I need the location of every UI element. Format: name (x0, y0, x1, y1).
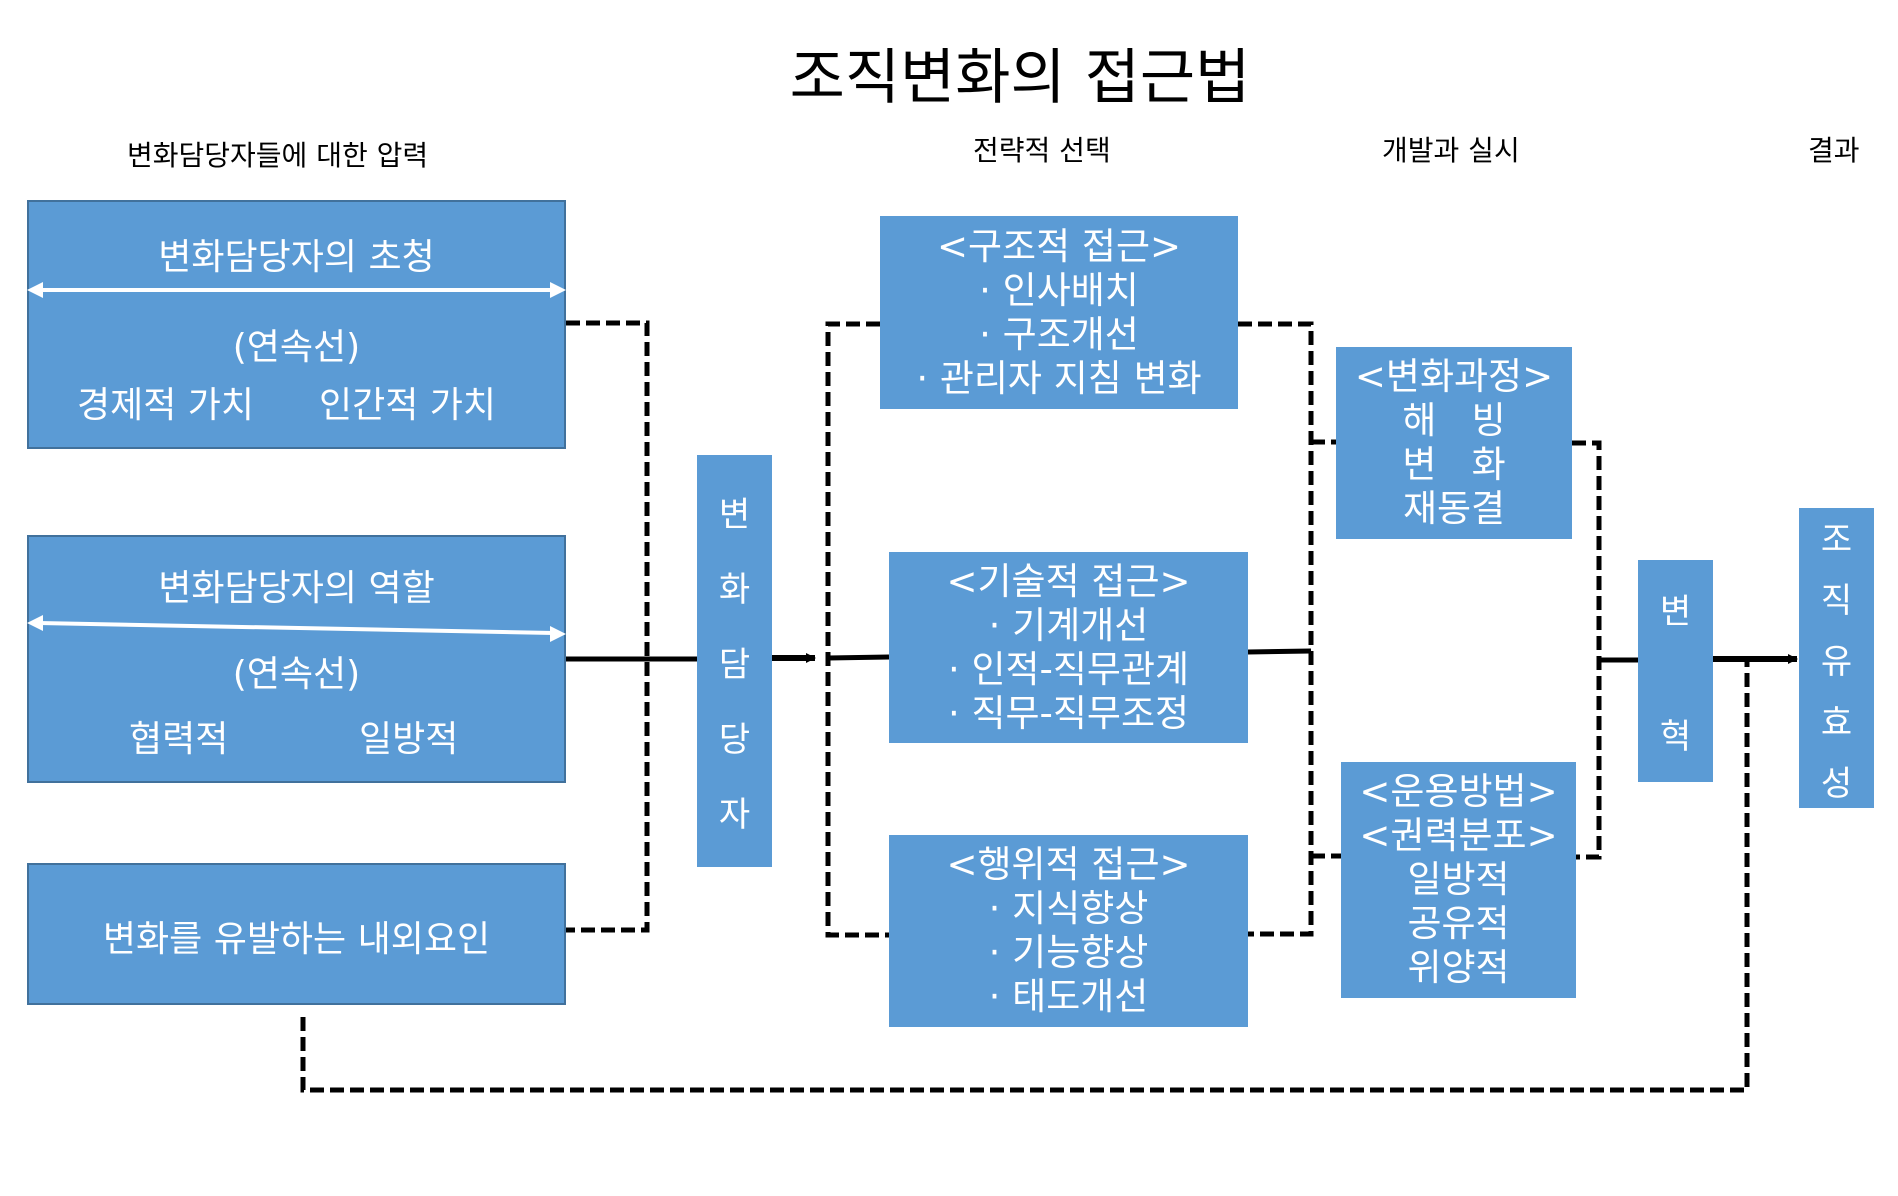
operation-method-box: <운용방법> <권력분포> 일방적 공유적 위양적 (1341, 762, 1576, 998)
technical-heading: <기술적 접근> (946, 559, 1191, 603)
effectiveness-char: 효 (1820, 702, 1853, 743)
change-process-item: 변 화 (1402, 443, 1506, 486)
structural-approach-box: <구조적 접근> · 인사배치 · 구조개선 · 관리자 지침 변화 (880, 216, 1238, 409)
behavioral-item: · 지식향상 (988, 887, 1149, 930)
behavioral-approach-box: <행위적 접근> · 지식향상 · 기능향상 · 태도개선 (889, 835, 1248, 1027)
effectiveness-box: 조 직 유 효 성 (1799, 508, 1874, 808)
change-agent-char: 자 (718, 794, 751, 835)
innovation-box: 변 혁 (1638, 560, 1713, 782)
technical-item: · 기계개선 (988, 603, 1149, 647)
role-box: 변화담당자의 역할 (연속선) 협력적 일방적 (27, 535, 566, 783)
diagram-title: 조직변화의 접근법 (789, 43, 1251, 113)
structural-item: · 구조개선 (979, 312, 1139, 356)
innovation-char: 변 (1659, 592, 1692, 632)
operation-item: 공유적 (1407, 902, 1510, 945)
behavioral-heading: <행위적 접근> (946, 843, 1191, 886)
double-arrow-icon (27, 615, 566, 642)
invitation-box: 변화담당자의 초청 (연속선) 경제적 가치 인간적 가치 (27, 200, 566, 449)
dashed-link-strategy-left (825, 321, 889, 938)
change-agent-char: 변 (718, 494, 751, 535)
change-agent-char: 화 (718, 569, 751, 610)
change-agent-char: 담 (718, 644, 751, 685)
column-header-development: 개발과 실시 (1382, 134, 1520, 167)
factors-heading: 변화를 유발하는 내외요인 (102, 919, 491, 960)
dashed-link-strategy-right (1238, 321, 1314, 937)
invitation-left-pole: 경제적 가치 (77, 385, 255, 426)
invitation-heading: 변화담당자의 초청 (158, 237, 435, 278)
role-heading: 변화담당자의 역할 (158, 568, 435, 609)
structural-item: · 관리자 지침 변화 (916, 356, 1202, 400)
change-process-item: 해 빙 (1402, 399, 1506, 442)
structural-item: · 인사배치 (979, 268, 1139, 312)
change-process-box: <변화과정> 해 빙 변 화 재동결 (1336, 347, 1572, 539)
structural-heading: <구조적 접근> (937, 224, 1181, 268)
dashed-link-development-right (1572, 440, 1602, 860)
column-header-pressure: 변화담당자들에 대한 압력 (127, 139, 429, 172)
behavioral-item: · 기능향상 (988, 931, 1149, 974)
dashed-link-invitation (566, 320, 650, 933)
operation-item: 위양적 (1407, 946, 1510, 989)
invitation-continuum: (연속선) (232, 327, 361, 368)
change-agent-char: 당 (718, 719, 751, 760)
solid-link-to-technical (827, 654, 890, 661)
technical-item: · 인적-직무관계 (947, 647, 1190, 691)
column-header-result: 결과 (1808, 134, 1860, 167)
technical-item: · 직무-직무조정 (947, 691, 1190, 735)
operation-subheading: <권력분포> (1359, 814, 1558, 857)
behavioral-item: · 태도개선 (988, 975, 1149, 1018)
effectiveness-char: 조 (1820, 519, 1853, 560)
change-process-heading: <변화과정> (1354, 355, 1554, 398)
double-arrow-icon (27, 282, 566, 298)
invitation-right-pole: 인간적 가치 (319, 385, 497, 426)
change-process-item: 재동결 (1402, 487, 1506, 530)
innovation-char: 혁 (1659, 717, 1692, 757)
operation-heading: <운용방법> (1359, 770, 1558, 813)
operation-item: 일방적 (1407, 858, 1510, 901)
solid-link-technical-to-bracket (1247, 648, 1312, 655)
change-agent-box: 변 화 담 당 자 (697, 455, 772, 867)
role-right-pole: 일방적 (359, 719, 459, 760)
technical-approach-box: <기술적 접근> · 기계개선 · 인적-직무관계 · 직무-직무조정 (889, 552, 1248, 743)
factors-box: 변화를 유발하는 내외요인 (27, 863, 566, 1005)
effectiveness-char: 성 (1820, 763, 1853, 804)
column-header-strategy: 전략적 선택 (973, 134, 1111, 167)
role-left-pole: 협력적 (129, 719, 229, 760)
role-continuum: (연속선) (232, 654, 361, 695)
effectiveness-char: 직 (1820, 580, 1853, 621)
effectiveness-char: 유 (1820, 641, 1853, 682)
